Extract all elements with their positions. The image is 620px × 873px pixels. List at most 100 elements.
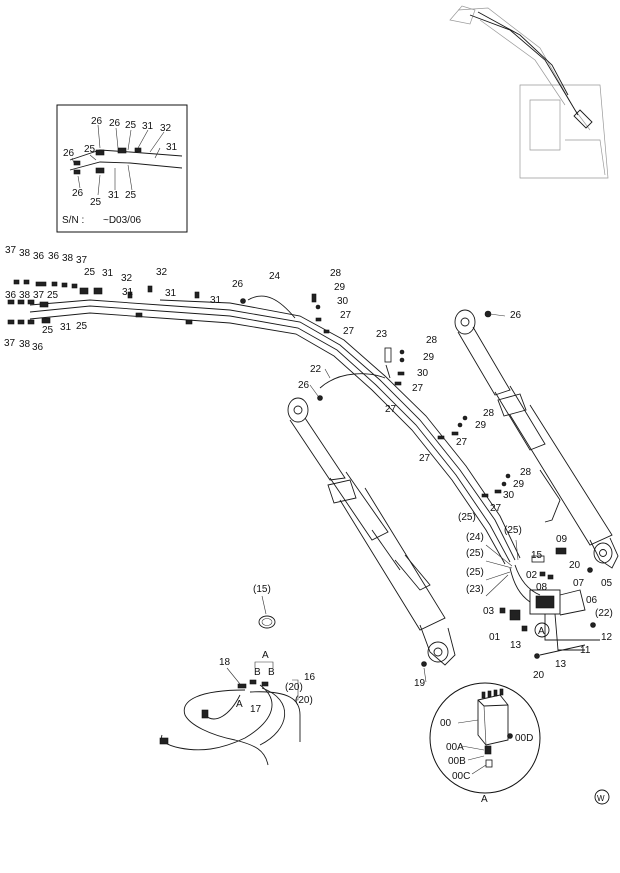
- part-label: 26: [298, 380, 310, 391]
- part-label: 26: [510, 310, 522, 321]
- part-label: (22): [595, 608, 613, 619]
- ring-part: [258, 595, 276, 629]
- part-label: 31: [122, 287, 134, 298]
- part-label: 37: [5, 245, 17, 256]
- part-label: 24: [269, 271, 281, 282]
- part-label: A: [236, 699, 243, 710]
- inset-box: 26 26 25 31 32 26 25 31 26 25 31 25 S/N …: [56, 104, 188, 233]
- detail-label: 00: [440, 718, 452, 729]
- inset-label: 26: [63, 148, 75, 159]
- part-label: 13: [510, 640, 522, 651]
- part-label: 12: [601, 632, 613, 643]
- detail-title: A: [481, 794, 488, 805]
- inset-label: 26: [91, 116, 103, 127]
- part-label: 20: [533, 670, 545, 681]
- main-labels: 37 38 36 36 38 37 25 31 32 32 26 24 36 3…: [4, 245, 613, 715]
- part-label: A: [262, 650, 269, 661]
- part-label: 29: [475, 420, 487, 431]
- left-fittings: [7, 279, 246, 325]
- part-label: 11: [580, 645, 591, 656]
- part-label: 08: [536, 582, 548, 593]
- part-label: (20): [295, 695, 313, 706]
- part-label: 30: [337, 296, 349, 307]
- part-label: 23: [376, 329, 388, 340]
- part-label: 27: [412, 383, 424, 394]
- excavator-overview: [449, 5, 609, 179]
- part-label: 27: [490, 503, 502, 514]
- part-label: 30: [417, 368, 429, 379]
- part-label: 13: [555, 659, 567, 670]
- part-label: 38: [19, 290, 31, 301]
- part-label: (15): [253, 584, 271, 595]
- inset-label: 26: [72, 188, 84, 199]
- valve-assembly: A: [499, 547, 600, 659]
- part-label: 07: [573, 578, 585, 589]
- part-label: 27: [343, 326, 355, 337]
- part-label: 28: [520, 467, 532, 478]
- part-label: 25: [42, 325, 54, 336]
- part-label: 17: [250, 704, 262, 715]
- part-label: 22: [310, 364, 322, 375]
- part-label: 16: [304, 672, 316, 683]
- callout-a: A: [538, 626, 545, 637]
- part-label: 29: [513, 479, 525, 490]
- part-label: 37: [33, 290, 45, 301]
- part-label: 05: [601, 578, 613, 589]
- part-label: 01: [489, 632, 501, 643]
- part-label: 31: [60, 322, 72, 333]
- part-label: (25): [466, 567, 484, 578]
- part-label: 32: [121, 273, 133, 284]
- serial-prefix: S/N :: [62, 215, 84, 226]
- part-label: 06: [586, 595, 598, 606]
- watermark-letter: W: [597, 794, 605, 803]
- part-label: 37: [76, 255, 88, 266]
- part-label: 19: [414, 678, 426, 689]
- part-label: B: [268, 667, 275, 678]
- watermark-mark: W: [594, 789, 610, 805]
- part-label: 36: [5, 290, 17, 301]
- part-label: 09: [556, 534, 568, 545]
- inset-label: 31: [166, 142, 178, 153]
- part-label: 38: [62, 253, 74, 264]
- part-label: 30: [503, 490, 515, 501]
- part-label: 37: [4, 338, 16, 349]
- part-label: 38: [19, 248, 31, 259]
- part-label: 26: [232, 279, 244, 290]
- boom-fittings: [311, 293, 511, 498]
- part-label: 38: [19, 339, 31, 350]
- part-label: (24): [466, 532, 484, 543]
- part-label: 28: [426, 335, 438, 346]
- part-label: 18: [219, 657, 231, 668]
- detail-label: 00A: [446, 742, 464, 753]
- boom-hoses: [29, 295, 521, 565]
- detail-label: 00B: [448, 756, 466, 767]
- part-label: 31: [165, 288, 177, 299]
- inset-label: 31: [142, 121, 154, 132]
- part-label: (20): [285, 682, 303, 693]
- part-label: 36: [33, 251, 45, 262]
- part-label: 25: [47, 290, 59, 301]
- part-label: 27: [456, 437, 468, 448]
- part-label: 36: [48, 251, 60, 262]
- inset-label: 25: [84, 144, 96, 155]
- detail-a: 00 00D 00A 00B 00C A: [429, 682, 541, 805]
- inset-label: 25: [125, 190, 137, 201]
- part-label: 28: [330, 268, 342, 279]
- part-label: 28: [483, 408, 495, 419]
- inset-label: 32: [160, 123, 172, 134]
- part-label: B: [254, 667, 261, 678]
- serial-value: ~D03/06: [103, 215, 142, 226]
- part-label: 32: [156, 267, 168, 278]
- part-label: 29: [334, 282, 346, 293]
- part-label: 27: [340, 310, 352, 321]
- loose-hoses: [159, 679, 301, 766]
- inset-label: 25: [125, 120, 137, 131]
- part-label: 25: [76, 321, 88, 332]
- part-label: 36: [32, 342, 44, 353]
- part-label: 27: [419, 453, 431, 464]
- inset-label: 31: [108, 190, 120, 201]
- part-label: (23): [466, 584, 484, 595]
- part-label: (25): [504, 525, 522, 536]
- detail-label: 00C: [452, 771, 470, 782]
